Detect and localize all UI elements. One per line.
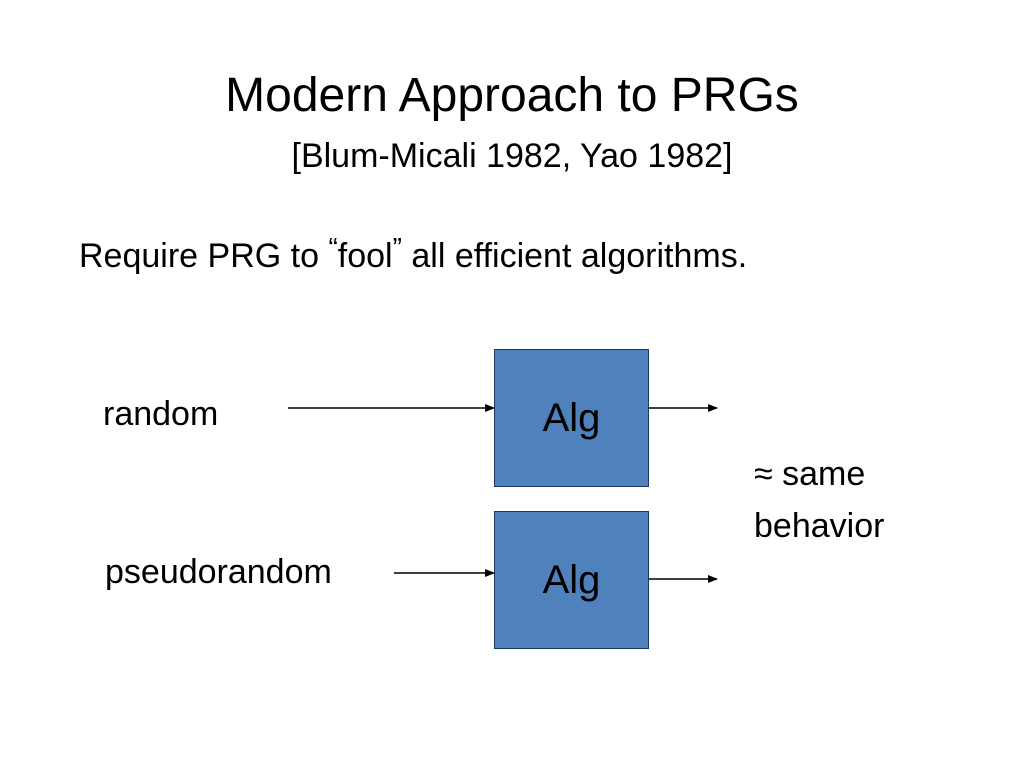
statement: Require PRG to “fool” all efficient algo…	[79, 232, 747, 282]
algorithm-box-top-label: Alg	[542, 395, 601, 440]
algorithm-box-bottom-label: Alg	[542, 557, 601, 602]
result-line-2: behavior	[754, 507, 885, 545]
input-random-label: random	[103, 395, 219, 433]
statement-word: fool	[337, 237, 393, 275]
input-pseudorandom-label: pseudorandom	[105, 553, 332, 591]
close-quote: ”	[392, 232, 402, 263]
statement-after: all efficient algorithms.	[401, 237, 748, 275]
result-line-1: ≈ same	[754, 455, 866, 493]
algorithm-box-bottom: Alg	[494, 511, 649, 649]
slide-subtitle: [Blum-Micali 1982, Yao 1982]	[291, 137, 733, 175]
statement-before: Require PRG to	[79, 237, 329, 275]
open-quote: “	[328, 232, 338, 263]
result-text: ≈ same behavior	[754, 448, 884, 552]
algorithm-box-top: Alg	[494, 349, 649, 487]
slide-title: Modern Approach to PRGs	[225, 69, 799, 122]
